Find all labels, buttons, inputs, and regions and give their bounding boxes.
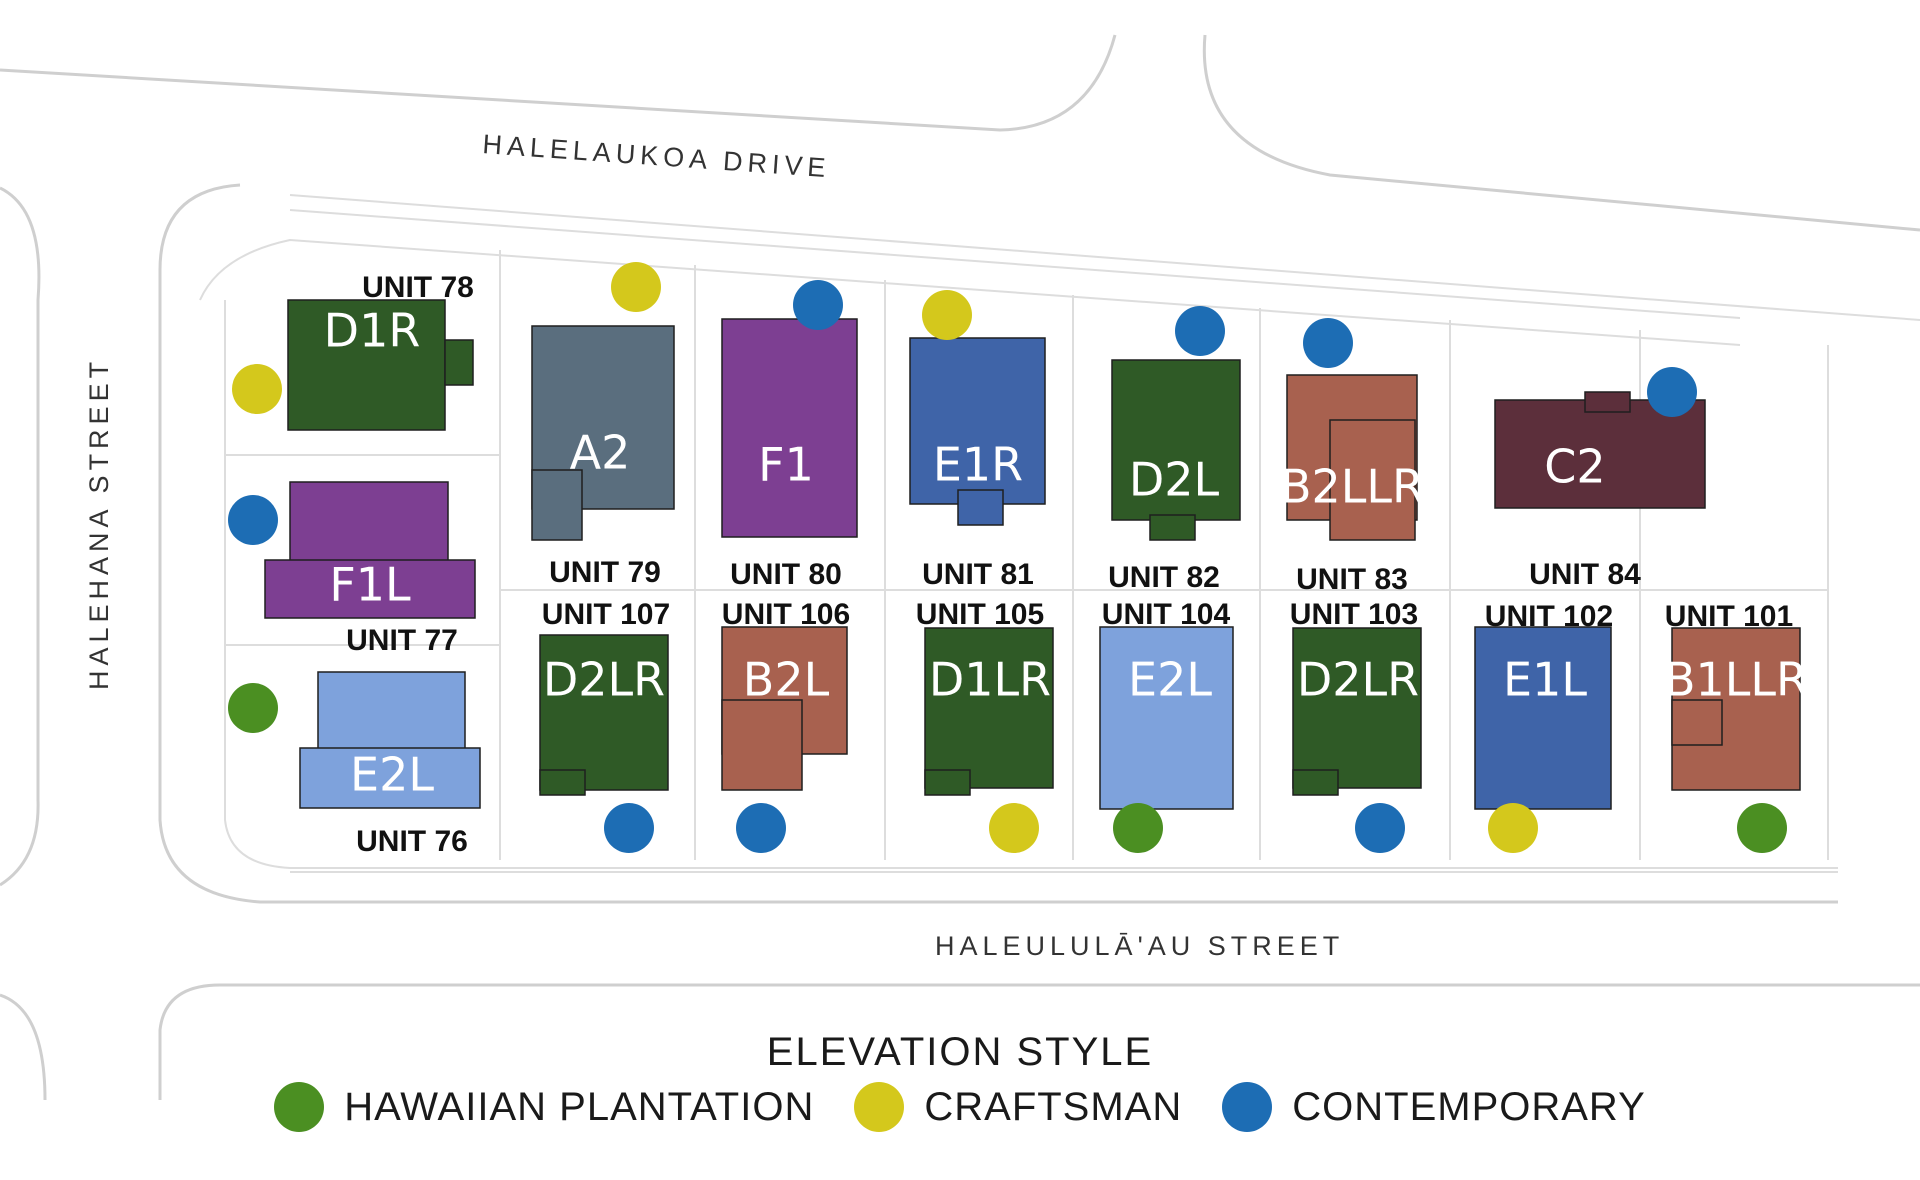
unit-label: UNIT 81 bbox=[922, 558, 1034, 591]
sidewalk-lines bbox=[199, 194, 1920, 873]
legend-dot-craftsman bbox=[854, 1082, 905, 1132]
buildings-layer bbox=[264, 299, 1801, 810]
unit-label: UNIT 102 bbox=[1485, 600, 1613, 633]
building-footprint bbox=[444, 339, 474, 386]
street-name-west: HALEHANA STREET bbox=[84, 357, 114, 690]
building-footprint bbox=[1099, 626, 1234, 810]
building-footprint bbox=[539, 634, 669, 791]
building-footprint bbox=[539, 769, 586, 796]
plan-label: B2L bbox=[743, 653, 830, 707]
plan-label: D1LR bbox=[929, 653, 1051, 707]
plan-label: F1L bbox=[329, 558, 411, 612]
elevation-style-dot bbox=[604, 803, 654, 853]
building-footprint bbox=[1292, 769, 1339, 796]
elevation-style-dot bbox=[228, 683, 278, 733]
legend-item-plantation: HAWAIIAN PLANTATION bbox=[274, 1082, 814, 1132]
plan-label: C2 bbox=[1544, 440, 1605, 494]
legend-item-contemporary: CONTEMPORARY bbox=[1222, 1082, 1646, 1132]
building-footprint bbox=[1292, 627, 1422, 789]
elevation-style-dot bbox=[1647, 367, 1697, 417]
plan-label: E1L bbox=[1503, 653, 1587, 707]
plan-label: E1R bbox=[933, 438, 1023, 492]
building-footprint bbox=[957, 489, 1004, 526]
road-lines bbox=[0, 34, 1920, 1101]
elevation-style-dot bbox=[1303, 318, 1353, 368]
legend-label-craftsman: CRAFTSMAN bbox=[924, 1084, 1183, 1129]
legend-items: HAWAIIAN PLANTATION CRAFTSMAN CONTEMPORA… bbox=[0, 1082, 1920, 1132]
building-footprint bbox=[721, 699, 803, 791]
unit-label: UNIT 107 bbox=[542, 598, 670, 631]
unit-labels-layer: UNIT 78 UNIT 77 UNIT 76 UNIT 79 UNIT 80 UNIT … bbox=[346, 271, 1793, 858]
legend-label-contemporary: CONTEMPORARY bbox=[1292, 1084, 1646, 1129]
plan-label: A2 bbox=[570, 426, 631, 480]
building-footprint bbox=[287, 299, 446, 431]
plan-label: B1LLR bbox=[1664, 653, 1808, 707]
building-footprint bbox=[1494, 399, 1706, 509]
unit-label: UNIT 103 bbox=[1290, 598, 1418, 631]
elevation-style-dot bbox=[1737, 803, 1787, 853]
building-footprint bbox=[299, 747, 481, 809]
elevation-style-dot bbox=[1488, 803, 1538, 853]
plan-label: E2L bbox=[1128, 653, 1212, 707]
street-name-south: HALEULULĀ'AU STREET bbox=[935, 931, 1344, 961]
plan-label: F1 bbox=[758, 438, 814, 492]
unit-label: UNIT 101 bbox=[1665, 600, 1793, 633]
unit-label: UNIT 82 bbox=[1108, 561, 1220, 594]
building-footprint bbox=[264, 559, 476, 619]
plan-label: D1R bbox=[324, 304, 421, 358]
unit-label: UNIT 78 bbox=[362, 271, 474, 304]
building-footprint bbox=[1149, 514, 1196, 541]
unit-label: UNIT 80 bbox=[730, 558, 842, 591]
unit-label: UNIT 105 bbox=[916, 598, 1044, 631]
legend-dot-plantation bbox=[274, 1082, 325, 1132]
street-name-north: HALELAUKOA DRIVE bbox=[482, 129, 832, 183]
building-footprint bbox=[531, 469, 583, 541]
unit-label: UNIT 104 bbox=[1102, 598, 1231, 631]
unit-label: UNIT 79 bbox=[549, 556, 661, 589]
unit-label: UNIT 83 bbox=[1296, 563, 1408, 596]
legend-item-craftsman: CRAFTSMAN bbox=[854, 1082, 1182, 1132]
legend-label-plantation: HAWAIIAN PLANTATION bbox=[344, 1084, 815, 1129]
building-footprint bbox=[1111, 359, 1241, 521]
plan-label: E2L bbox=[350, 748, 434, 802]
unit-label: UNIT 76 bbox=[356, 825, 468, 858]
building-footprint bbox=[1474, 626, 1612, 810]
building-footprint bbox=[924, 627, 1054, 789]
elevation-style-dot bbox=[228, 495, 278, 545]
legend: ELEVATION STYLE HAWAIIAN PLANTATION CRAF… bbox=[0, 1028, 1920, 1132]
elevation-style-dot bbox=[922, 290, 972, 340]
elevation-style-dot bbox=[611, 262, 661, 312]
building-footprint bbox=[1584, 391, 1631, 413]
legend-dot-contemporary bbox=[1222, 1082, 1273, 1132]
elevation-style-dot bbox=[736, 803, 786, 853]
building-footprint bbox=[924, 769, 971, 796]
plan-label: D2L bbox=[1129, 453, 1220, 507]
elevation-style-dot bbox=[1355, 803, 1405, 853]
plan-label: D2LR bbox=[1297, 653, 1419, 707]
unit-label: UNIT 77 bbox=[346, 624, 458, 657]
elevation-style-dot bbox=[1175, 306, 1225, 356]
building-footprint bbox=[721, 318, 858, 538]
style-dots-layer bbox=[228, 262, 1787, 853]
elevation-style-dot bbox=[989, 803, 1039, 853]
legend-title: ELEVATION STYLE bbox=[766, 1030, 1154, 1074]
elevation-style-dot bbox=[1113, 803, 1163, 853]
elevation-style-dot bbox=[232, 364, 282, 414]
unit-label: UNIT 106 bbox=[722, 598, 850, 631]
building-footprint bbox=[1329, 419, 1416, 541]
elevation-style-dot bbox=[793, 280, 843, 330]
plan-label: D2LR bbox=[543, 653, 665, 707]
plan-label: B2LLR bbox=[1280, 460, 1424, 514]
unit-label: UNIT 84 bbox=[1529, 558, 1641, 591]
building-footprint bbox=[1671, 699, 1723, 746]
